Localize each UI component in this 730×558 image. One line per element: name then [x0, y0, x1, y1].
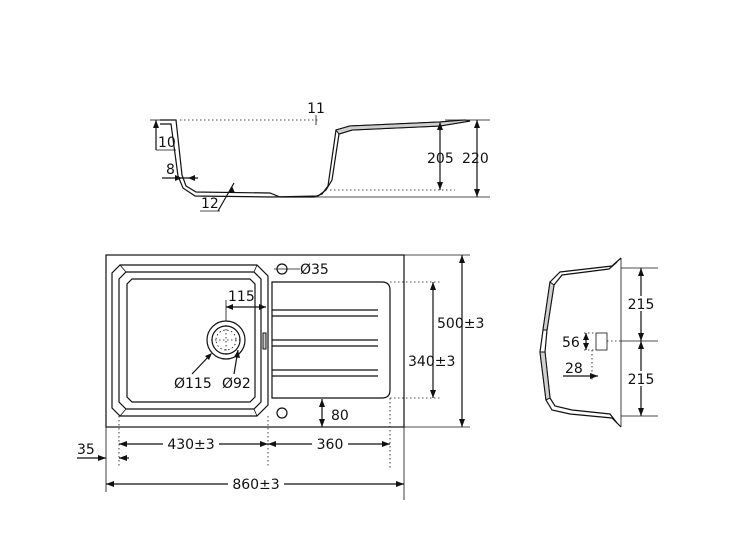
dim-tap-hole-label: Ø35: [300, 262, 329, 278]
dim-56-arrow-top: [583, 333, 589, 340]
bowl-corner-line: [119, 264, 127, 273]
drainer-section: [335, 119, 471, 135]
section-view: 11 10 8 12 205 220: [150, 101, 490, 212]
dim-10-arrow: [153, 120, 159, 128]
dim-28-arrow: [590, 373, 598, 379]
accessory-hole: [276, 407, 288, 419]
dim-35-label: 35: [77, 442, 95, 458]
dim-500-label: 500±3: [437, 316, 484, 332]
dim-220-arrow-top: [474, 120, 480, 128]
bowl-floor: [126, 278, 256, 403]
dim-215-upper-bg: [627, 296, 655, 311]
dim-12-label: 12: [201, 196, 219, 212]
dim-115-arrow-right: [259, 304, 266, 310]
dim-205-label: 205: [427, 151, 454, 167]
dim-8-arrow-right: [188, 175, 195, 181]
dim-56-arrow-bottom: [583, 343, 589, 350]
bowl-corner-line: [253, 408, 258, 417]
dim-215-upper-arrow-top: [638, 268, 644, 276]
dim-11-label: 11: [307, 101, 325, 117]
dim-340-label: 340±3: [408, 354, 455, 370]
dim-360-arrow-left: [268, 441, 276, 447]
dim-360-label-bg: [312, 434, 348, 450]
dim-860-arrow-left: [106, 481, 114, 487]
dim-215-lower-arrow-bottom: [638, 408, 644, 416]
plan-view: Ø35 115 Ø115 Ø92 80 500±3 340±3: [77, 254, 484, 500]
dim-340-arrow-bottom: [430, 390, 436, 398]
dim-215-upper-arrow-bottom: [638, 333, 644, 341]
dim-115-label: 115: [228, 289, 255, 305]
dim-500-arrow-bottom: [459, 419, 465, 427]
side-profile-inner: [544, 261, 618, 424]
dim-860-label: 860±3: [232, 477, 279, 493]
dim-360-label: 360: [317, 437, 344, 453]
dim-215-lower-bg: [627, 371, 655, 386]
dim-860-label-bg: [228, 474, 284, 490]
dim-80-label: 80: [331, 408, 349, 424]
dim-215-lower-label: 215: [628, 372, 655, 388]
overflow-box: [595, 332, 608, 351]
dim-8-label: 8: [166, 162, 175, 178]
dim-430-label-bg: [163, 434, 219, 450]
dim-215-lower-arrow-top: [638, 341, 644, 349]
section-profile-outer: [160, 119, 466, 198]
dim-d92-label: Ø92: [222, 376, 251, 392]
dim-10-label: 10: [158, 135, 176, 151]
dim-430-label: 430±3: [167, 437, 214, 453]
bowl-corner-line: [253, 264, 258, 273]
dim-220-arrow-bottom: [474, 189, 480, 197]
dim-340-arrow-top: [430, 282, 436, 290]
dim-12-arrow: [228, 186, 235, 193]
dim-28-label: 28: [565, 361, 583, 377]
dim-35-arrow-right: [119, 455, 127, 461]
dim-115-arrow-left: [226, 304, 233, 310]
dim-d92-arrow: [234, 350, 240, 358]
dim-d115-arrow: [205, 353, 212, 360]
dim-8-arrow-left: [175, 175, 182, 181]
overflow-slot: [262, 332, 267, 350]
dim-430-arrow-right: [260, 441, 268, 447]
dim-860-arrow-right: [396, 481, 404, 487]
plan-outline: [105, 254, 405, 428]
dim-360-arrow-right: [382, 441, 390, 447]
dim-500-arrow-top: [459, 255, 465, 263]
bowl-corner-line: [119, 408, 127, 417]
side-view: 56 28 215 215: [539, 257, 658, 428]
dim-205-arrow-bottom: [437, 182, 443, 190]
dim-215-upper-label: 215: [628, 297, 655, 313]
section-profile-inner: [160, 120, 471, 198]
dim-205-arrow-top: [437, 122, 443, 130]
drainer-outline: [271, 281, 391, 399]
dim-d115-label: Ø115: [174, 376, 212, 392]
dim-220-label: 220: [462, 151, 489, 167]
dim-56-label: 56: [562, 335, 580, 351]
dim-35-arrow: [98, 455, 106, 461]
dim-80-arrow-bottom: [319, 419, 325, 427]
dim-80-arrow-top: [319, 399, 325, 407]
side-wall-fill: [542, 281, 555, 331]
dim-430-arrow-left: [119, 441, 127, 447]
side-wall-fill-lower: [539, 351, 551, 401]
